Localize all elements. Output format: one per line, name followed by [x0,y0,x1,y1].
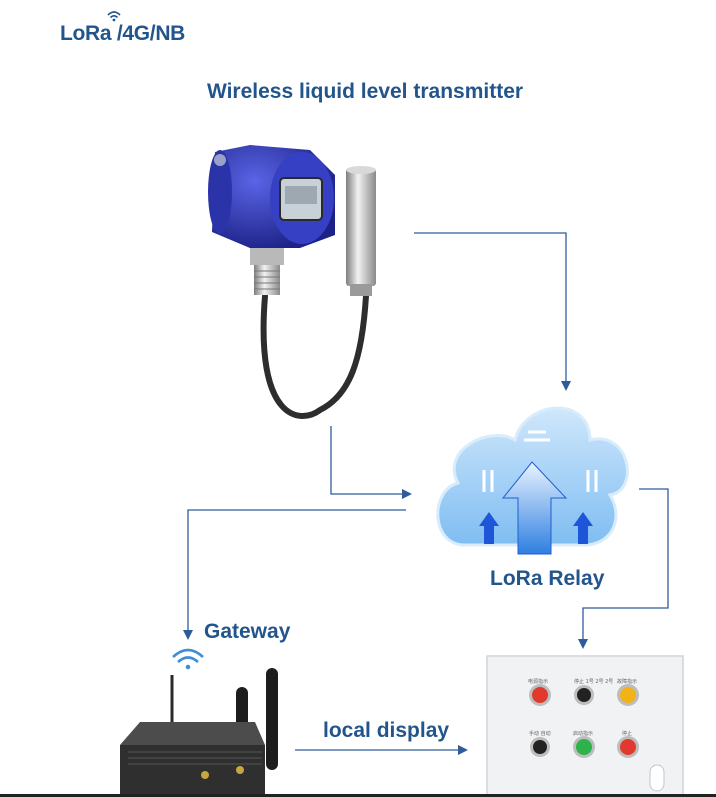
gateway-router [120,668,278,797]
brand-logo: LoRa /4G/NB [60,11,186,46]
panel-label-1: 电源指示 [528,678,548,685]
control-panel: 电源指示 停止 1号 2号 2号 故障指示 手动 自动 启动指示 停止 [486,655,684,797]
local-display-label: local display [323,719,450,742]
panel-label-6: 停止 [622,730,632,737]
panel-button-row-2 [530,736,639,758]
wifi-icon [107,11,121,22]
arrow-transmitter-to-relay [414,232,571,391]
lora-relay-cloud [436,406,629,555]
panel-button-row-1 [529,684,639,706]
brand-text: LoRa /4G/NB [60,22,186,45]
liquid-level-transmitter [208,145,376,419]
panel-label-4: 手动 自动 [529,730,551,737]
diagram-title: Wireless liquid level transmitter [206,80,524,103]
panel-label-3: 故障指示 [617,678,637,685]
bottom-border [0,794,716,797]
arrow-relay-to-gateway [183,509,406,640]
panel-label-5: 启动指示 [573,730,593,737]
lora-relay-label: LoRa Relay [490,567,605,590]
arrow-down-to-relay [330,426,412,499]
gateway-wifi-icon [172,648,204,670]
panel-label-2: 停止 1号 2号 2号 [574,678,613,685]
arrow-relay-to-panel [578,488,669,649]
gateway-label: Gateway [204,620,291,643]
